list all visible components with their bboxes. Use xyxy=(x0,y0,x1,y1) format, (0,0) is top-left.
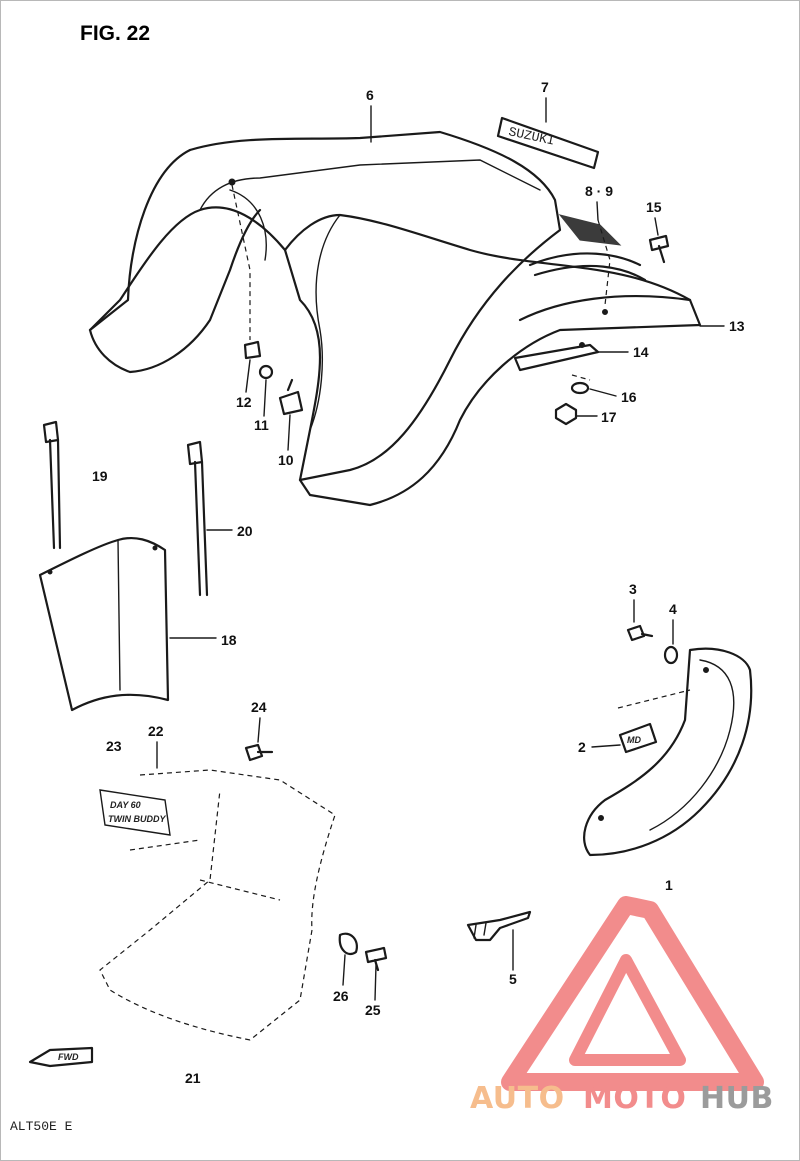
straps-drawing xyxy=(42,420,209,597)
callout-24: 24 xyxy=(251,699,267,715)
callout-8-9: 8 · 9 xyxy=(585,183,613,199)
bolt-15-icon xyxy=(648,234,670,264)
callout-15: 15 xyxy=(646,199,662,215)
callout-16: 16 xyxy=(621,389,637,405)
side-cover-drawing: MD xyxy=(583,624,753,857)
callout-6: 6 xyxy=(366,87,374,103)
callout-22: 22 xyxy=(148,723,164,739)
washer-12-icon xyxy=(243,340,262,360)
callout-26: 26 xyxy=(333,988,349,1004)
callout-10: 10 xyxy=(278,452,294,468)
callout-25: 25 xyxy=(365,1002,381,1018)
fwd-arrow: FWD xyxy=(28,1046,94,1068)
callout-18: 18 xyxy=(221,632,237,648)
callout-2: 2 xyxy=(578,739,586,755)
watermark-part2: MOTO xyxy=(583,1081,686,1116)
decal-text-line1: DAY 60 xyxy=(110,800,141,810)
emblem-text: SUZUKI xyxy=(507,124,556,148)
decal-text-line2: TWIN BUDDY xyxy=(108,814,166,824)
rear-fender-drawing xyxy=(88,130,702,507)
watermark-part1: AUTO xyxy=(470,1081,565,1116)
callout-11: 11 xyxy=(254,417,269,433)
badge-text: MD xyxy=(627,735,641,745)
fwd-label: FWD xyxy=(58,1052,79,1062)
callout-23: 23 xyxy=(106,738,122,754)
figure-title: FIG. 22 xyxy=(80,22,150,45)
clip-5-drawing xyxy=(466,910,532,942)
watermark-part3: HUB xyxy=(700,1081,774,1116)
callout-12: 12 xyxy=(236,394,252,410)
automotohub-logo: AUTO MOTO HUB xyxy=(470,896,774,1116)
callout-21: 21 xyxy=(185,1070,201,1086)
bolt-10-icon xyxy=(278,378,304,416)
callout-19: 19 xyxy=(92,468,108,484)
callout-13: 13 xyxy=(729,318,745,334)
nut-11-icon xyxy=(258,364,274,380)
callout-4: 4 xyxy=(669,601,677,617)
front-fender-drawing: DAY 60 TWIN BUDDY xyxy=(99,743,388,1041)
callout-14: 14 xyxy=(633,344,649,360)
footer-code: ALT50E E xyxy=(10,1119,73,1134)
callout-3: 3 xyxy=(629,581,637,597)
nut-17-icon xyxy=(554,402,578,426)
callout-17: 17 xyxy=(601,409,617,425)
callout-5: 5 xyxy=(509,971,517,987)
callout-labels: 1 2 3 4 5 6 7 8 · 9 10 11 12 13 14 15 16… xyxy=(92,79,745,1086)
washer-16-icon xyxy=(570,381,590,395)
callout-20: 20 xyxy=(237,523,253,539)
mud-flap-drawing xyxy=(38,536,170,712)
callout-1: 1 xyxy=(665,877,673,893)
callout-7: 7 xyxy=(541,79,549,95)
